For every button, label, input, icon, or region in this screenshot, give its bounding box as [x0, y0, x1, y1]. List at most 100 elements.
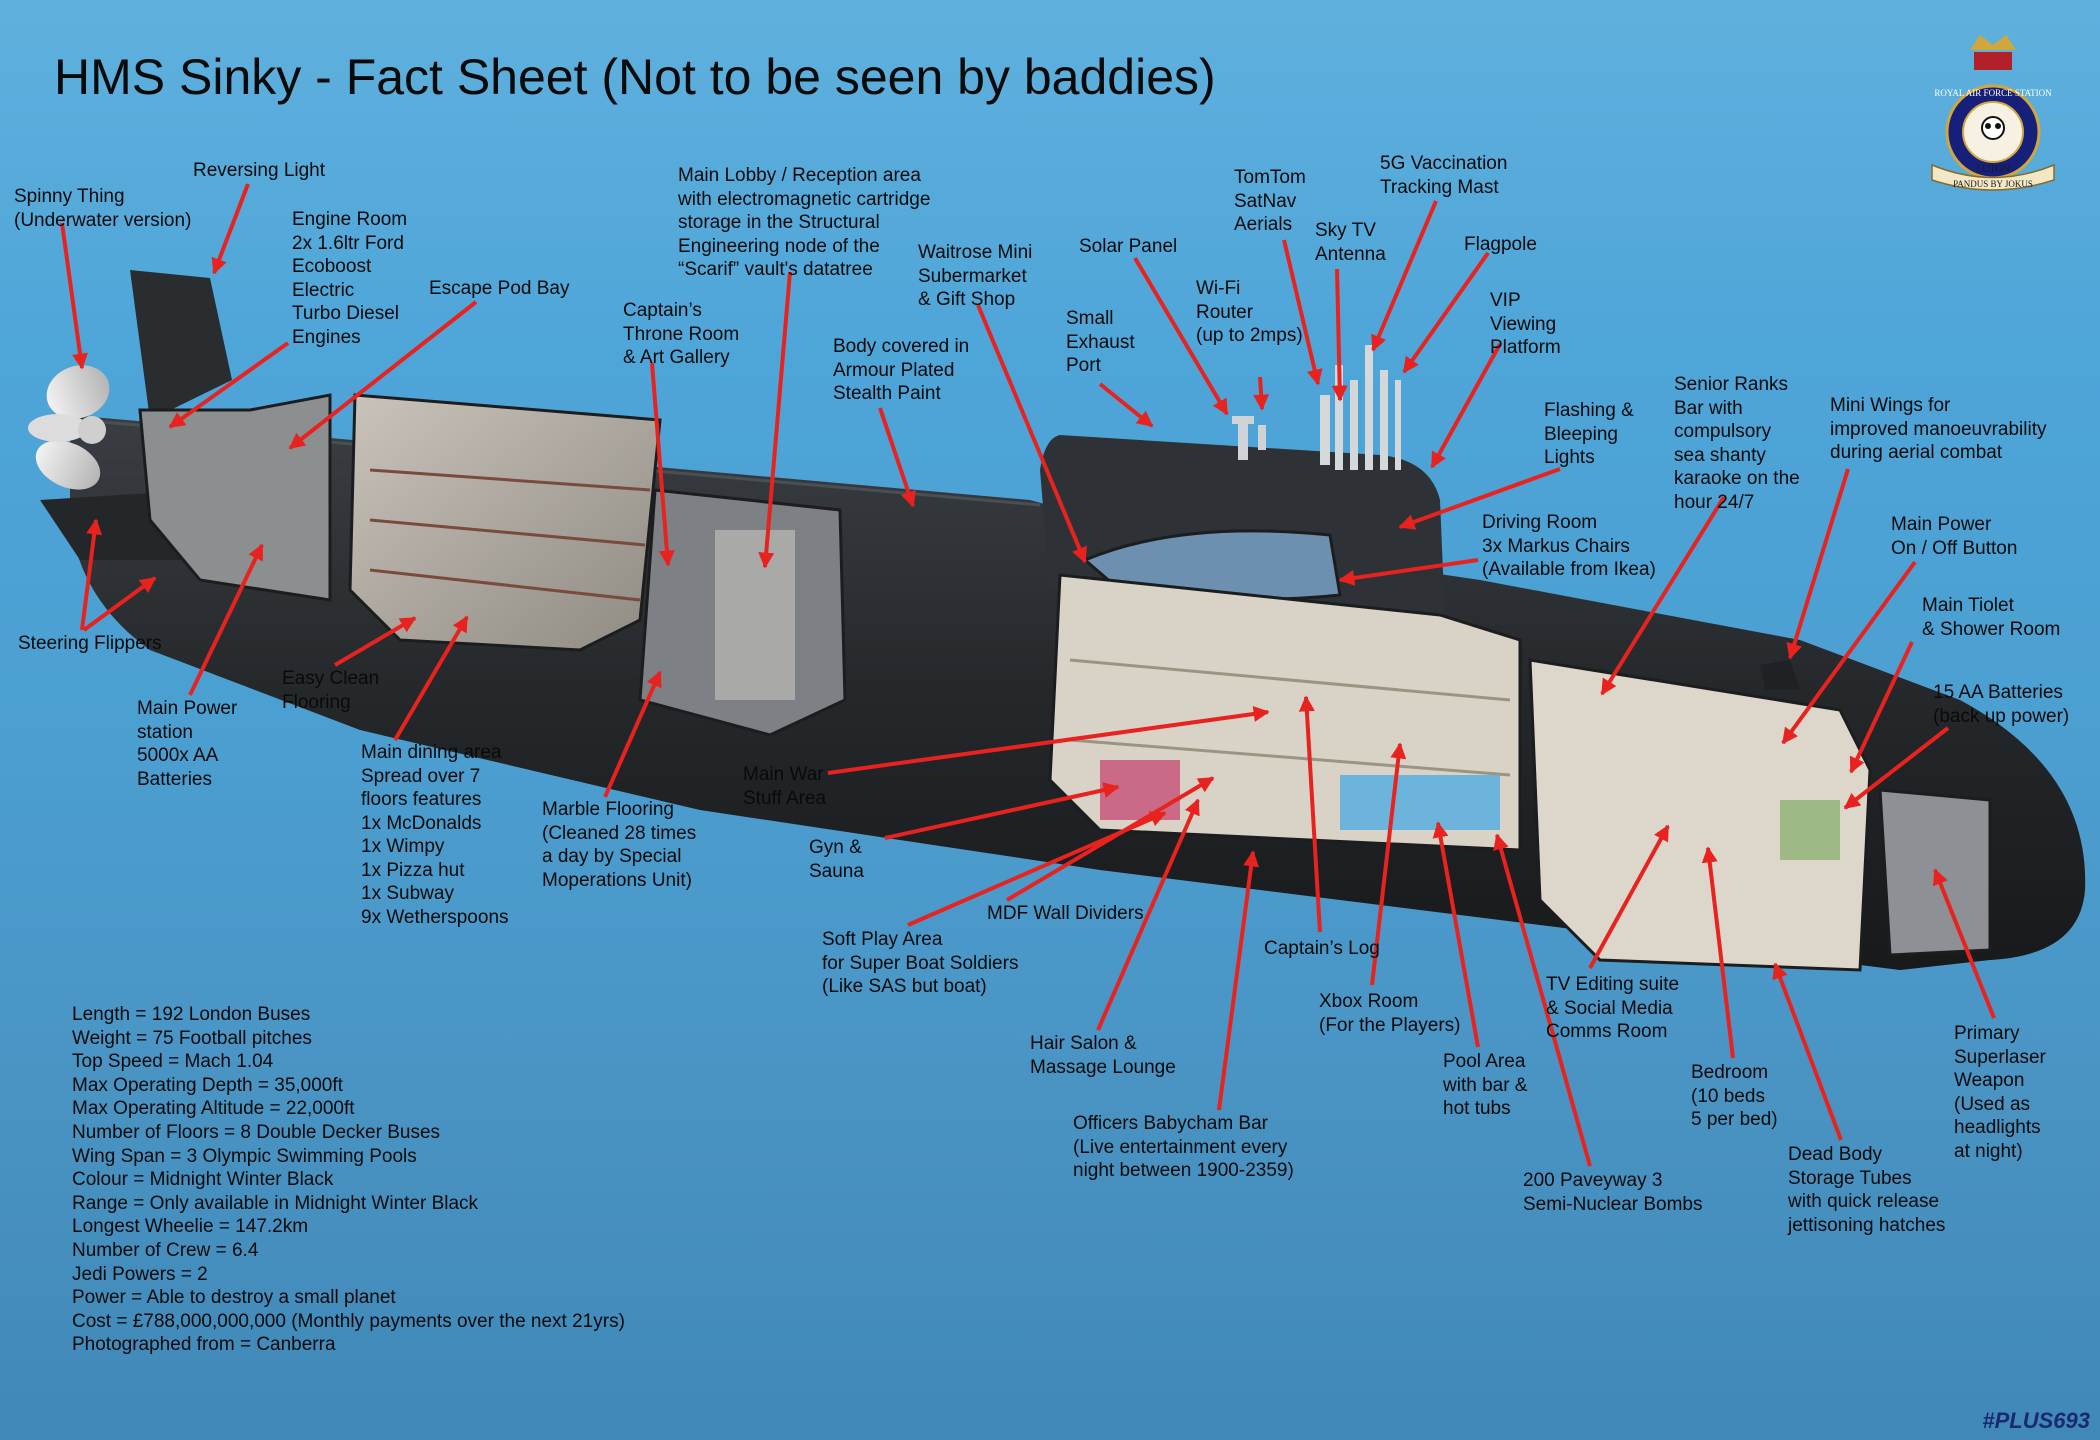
label-engine-room: Engine Room 2x 1.6ltr Ford Ecoboost Elec… [292, 209, 408, 348]
crest-ring-text: ROYAL AIR FORCE STATION [1934, 88, 2052, 98]
arrow-pool-area [1432, 821, 1480, 1048]
label-easy-clean-flooring: Easy Clean Flooring [282, 668, 380, 713]
label-vip-platform: VIP Viewing Platform [1490, 290, 1561, 358]
label-spinny-thing: Spinny Thing (Underwater version) [14, 186, 192, 231]
label-pool-area: Pool Area with bar & hot tubs [1443, 1051, 1528, 1119]
arrow-aa-batteries-backup [1843, 726, 1950, 810]
label-soft-play: Soft Play Area for Super Boat Soldiers (… [822, 929, 1019, 997]
label-captains-log: Captain’s Log [1264, 938, 1380, 959]
arrow-officers-bar [1217, 850, 1260, 1111]
stat-max-depth: Max Operating Depth = 35,000ft [72, 1074, 343, 1096]
watermark: #PLUS693 [1982, 1408, 2090, 1433]
label-small-exhaust: Small Exhaust Port [1066, 308, 1135, 376]
stat-longest-wheelie: Longest Wheelie = 147.2km [72, 1216, 309, 1238]
crest-scroll-bottom: PANDUS BY JOKUS [1953, 179, 2033, 189]
station-crest: ROYAL AIR FORCE STATION LUTON PANDUS BY … [1931, 35, 2055, 191]
label-solar-panel: Solar Panel [1079, 236, 1178, 257]
label-aa-batteries-backup: 15 AA Batteries (back up power) [1933, 682, 2070, 727]
label-hair-salon: Hair Salon & Massage Lounge [1030, 1033, 1176, 1078]
label-tomtom: TomTom SatNav Aerials [1234, 167, 1306, 235]
stat-colour: Colour = Midnight Winter Black [72, 1169, 334, 1191]
arrow-flagpole [1402, 251, 1490, 374]
arrow-main-power-button [1781, 560, 1917, 745]
label-main-power-button: Main Power On / Off Button [1891, 514, 2018, 559]
label-body-covered: Body covered in Armour Plated Stealth Pa… [833, 336, 970, 404]
label-main-power-station: Main Power station 5000x AA Batteries [137, 698, 238, 790]
arrow-escape-pod-bay [288, 300, 478, 450]
arrow-flashing-lights [1398, 467, 1561, 530]
arrow-marble-flooring [603, 670, 662, 798]
label-main-war-stuff: Main War Stuff Area [743, 764, 827, 809]
stat-max-altitude: Max Operating Altitude = 22,000ft [72, 1098, 355, 1120]
stat-power: Power = Able to destroy a small planet [72, 1287, 396, 1309]
label-captains-throne-room: Captain’s Throne Room & Art Gallery [623, 300, 740, 368]
arrow-body-covered [878, 407, 916, 508]
label-xbox-room: Xbox Room (For the Players) [1319, 991, 1461, 1036]
arrow-paveyway-bombs [1493, 833, 1592, 1167]
arrow-sky-tv [1331, 268, 1348, 402]
label-bedroom: Bedroom (10 beds 5 per bed) [1691, 1062, 1778, 1130]
stat-length: Length = 192 London Buses [72, 1004, 311, 1025]
arrow-bedroom [1701, 846, 1735, 1059]
arrow-dead-body-tubes [1772, 962, 1843, 1141]
arrow-tv-editing [1588, 824, 1670, 969]
arrow-senior-ranks-bar [1600, 495, 1726, 696]
stat-photographed-from: Photographed from = Canberra [72, 1334, 336, 1356]
arrow-hair-salon [1096, 798, 1200, 1031]
label-reversing-light: Reversing Light [193, 160, 326, 181]
arrow-main-dining-area [393, 615, 469, 742]
arrow-small-exhaust [1098, 382, 1154, 428]
label-dead-body-tubes: Dead Body Storage Tubes with quick relea… [1788, 1144, 1946, 1236]
label-sky-tv: Sky TV Antenna [1315, 220, 1386, 265]
arrow-engine-room [168, 341, 290, 429]
label-escape-pod-bay: Escape Pod Bay [429, 278, 570, 299]
arrow-waitrose [976, 304, 1087, 564]
arrow-reversing-light [211, 183, 250, 275]
label-officers-bar: Officers Babycham Bar (Live entertainmen… [1073, 1113, 1294, 1181]
stat-jedi-powers: Jedi Powers = 2 [72, 1263, 208, 1285]
stat-wing-span: Wing Span = 3 Olympic Swimming Pools [72, 1145, 417, 1167]
arrow-main-war-stuff [827, 706, 1270, 775]
label-flagpole: Flagpole [1464, 234, 1537, 255]
label-tv-editing: TV Editing suite & Social Media Comms Ro… [1546, 974, 1680, 1042]
label-mini-wings: Mini Wings for improved manoeuvrability … [1830, 395, 2047, 463]
arrow-spinny-thing [60, 222, 88, 370]
arrow-driving-room [1338, 558, 1479, 586]
page-title: HMS Sinky - Fact Sheet (Not to be seen b… [54, 49, 1216, 105]
crest-scroll-top: LUTON [1976, 164, 2010, 175]
label-superlaser: Primary Superlaser Weapon (Used as headl… [1954, 1023, 2046, 1162]
label-main-dining-area: Main dining area Spread over 7 floors fe… [361, 742, 509, 928]
arrow-main-toilet [1849, 641, 1914, 774]
label-driving-room: Driving Room 3x Markus Chairs (Available… [1482, 512, 1656, 580]
arrow-captains-log [1298, 695, 1322, 933]
stat-top-speed: Top Speed = Mach 1.04 [72, 1051, 274, 1073]
callout-arrows [60, 183, 1996, 1167]
arrow-wifi-router [1253, 376, 1270, 411]
label-main-toilet: Main Tiolet & Shower Room [1922, 595, 2061, 640]
stat-weight: Weight = 75 Football pitches [72, 1027, 312, 1049]
arrow-gym-sauna [884, 782, 1120, 840]
arrow-superlaser [1932, 868, 1996, 1019]
label-waitrose: Waitrose Mini Subermarket & Gift Shop [918, 242, 1033, 310]
arrow-mdf-wall [1005, 776, 1215, 902]
stat-floors: Number of Floors = 8 Double Decker Buses [72, 1121, 441, 1143]
arrow-easy-clean-flooring [333, 616, 417, 667]
masts [1232, 345, 1401, 470]
label-vaccination-mast: 5G Vaccination Tracking Mast [1380, 153, 1508, 198]
label-main-lobby: Main Lobby / Reception area with electro… [678, 165, 931, 280]
label-senior-ranks-bar: Senior Ranks Bar with compulsory sea sha… [1674, 374, 1800, 513]
label-marble-flooring: Marble Flooring (Cleaned 28 times a day … [542, 799, 697, 891]
label-gym-sauna: Gyn & Sauna [809, 837, 864, 882]
arrow-vaccination-mast [1371, 200, 1438, 352]
label-mdf-wall: MDF Wall Dividers [987, 903, 1144, 924]
propeller [28, 365, 110, 490]
stat-cost: Cost = £788,000,000,000 (Monthly payment… [72, 1310, 625, 1332]
arrow-main-lobby [758, 271, 792, 569]
arrow-solar-panel [1133, 256, 1229, 416]
arrow-main-power-station [188, 543, 264, 696]
arrow-tomtom [1282, 239, 1323, 386]
arrow-vip-platform [1430, 343, 1502, 469]
arrow-steering-flippers-2 [82, 576, 157, 632]
